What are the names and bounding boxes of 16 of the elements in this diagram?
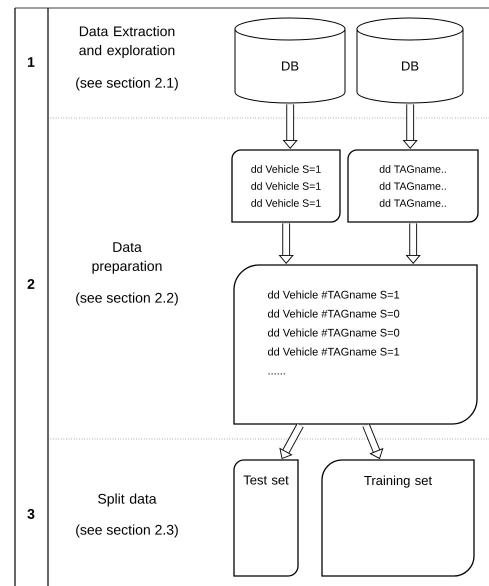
stage-title: Data preparation (92, 242, 162, 274)
dataset-box: Test set (233, 459, 299, 577)
section-reference: (see section 2.3) (76, 524, 178, 538)
record-box: dd Vehicle #TAGname S=1 dd Vehicle #TAGname S=0 dd Vehicle #TAGname S=0 dd Vehicle #TAGname S=1 ...... (233, 264, 478, 425)
dataset-box: Training set (321, 459, 475, 577)
section-reference: (see section 2.2) (76, 292, 178, 306)
record-box: dd Vehicle S=1 dd Vehicle S=1 dd Vehicle S=1 (231, 149, 341, 223)
section-reference: (see section 2.1) (76, 77, 178, 91)
stage-title: Data Extraction and exploration (79, 26, 174, 58)
stage-title: Split data (98, 493, 157, 507)
stage-number: 1 (28, 57, 34, 67)
stage-number: 2 (28, 279, 34, 289)
record-box: dd TAGname.. dd TAGname.. dd TAGname.. (347, 149, 479, 223)
stage-number: 3 (27, 509, 34, 519)
database-cylinder: DB (356, 18, 464, 104)
database-cylinder: DB (234, 18, 346, 104)
